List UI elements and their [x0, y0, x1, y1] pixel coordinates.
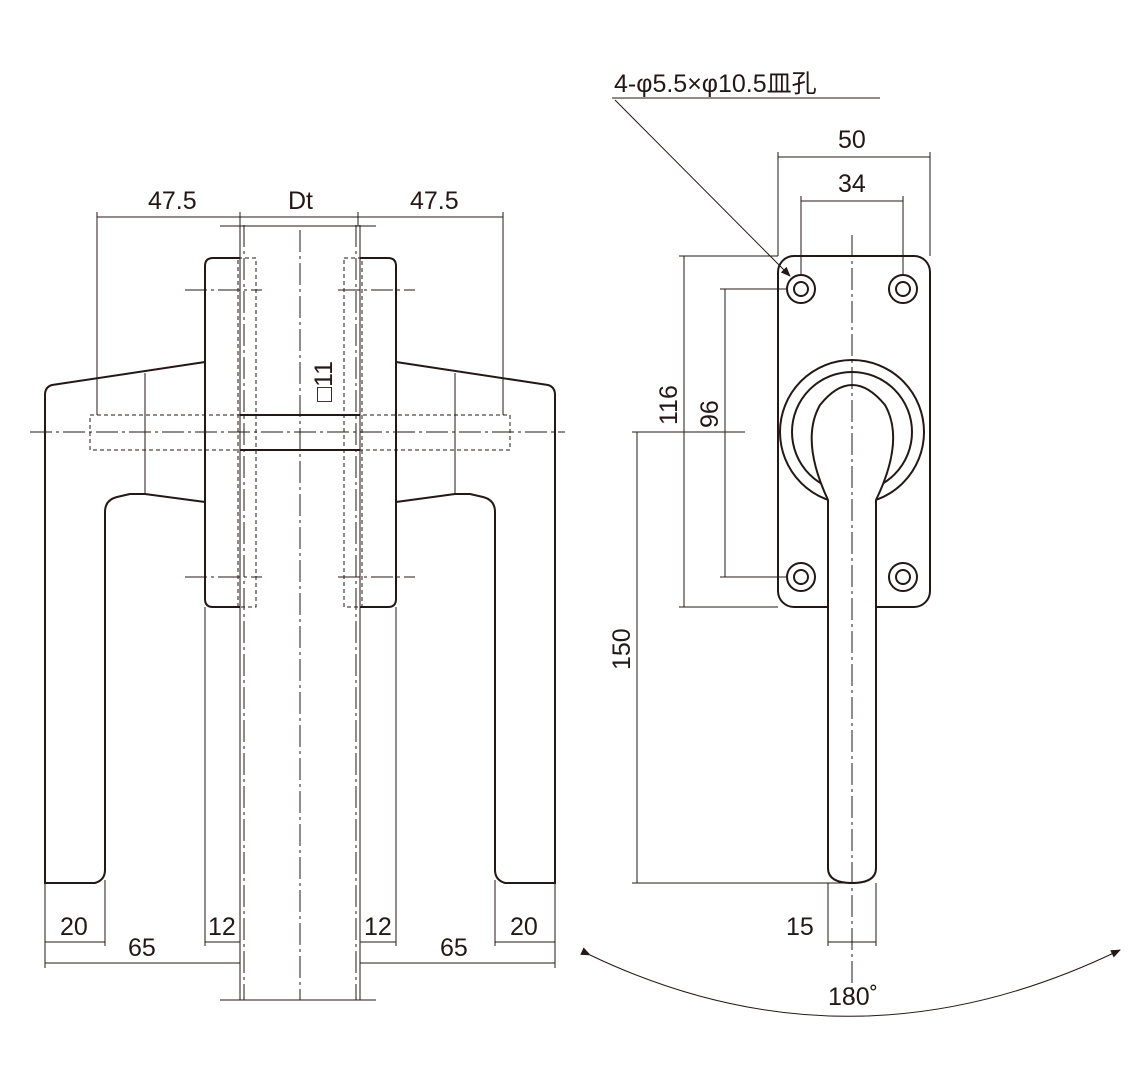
lever-length-dimension: 150	[608, 628, 636, 670]
side-view: □11 47.5 Dt 47.5 20 12 65 12 65 20	[30, 187, 565, 1001]
lever-width-dimension: 15	[786, 913, 814, 941]
right-projection-dimension: 65	[440, 934, 468, 962]
right-grip-dimension: 20	[510, 913, 538, 941]
plate-width-dimension: 50	[838, 126, 866, 154]
plate-height-dimension: 116	[655, 385, 683, 425]
spindle-dimension: □11	[310, 361, 338, 402]
hole-pitch-x-dimension: 34	[838, 170, 866, 198]
left-offset-dimension: 47.5	[148, 187, 197, 215]
left-rose-dimension: 12	[208, 913, 236, 941]
right-lever	[395, 361, 556, 884]
left-grip-dimension: 20	[60, 913, 88, 941]
left-projection-dimension: 65	[128, 934, 156, 962]
right-rose-dimension: 12	[364, 913, 392, 941]
screw-holes	[786, 274, 918, 592]
left-lever	[44, 361, 206, 884]
hole-pitch-y-dimension: 96	[696, 400, 724, 428]
right-offset-dimension: 47.5	[410, 187, 459, 215]
front-view: 4-φ5.5×φ10.5皿孔 50 34 116 96	[580, 70, 1121, 1017]
rotation-arc	[580, 947, 1121, 1017]
hole-note: 4-φ5.5×φ10.5皿孔	[614, 70, 817, 98]
door-thickness-dimension: Dt	[288, 187, 313, 215]
rotation-angle-label: 180˚	[828, 983, 878, 1011]
